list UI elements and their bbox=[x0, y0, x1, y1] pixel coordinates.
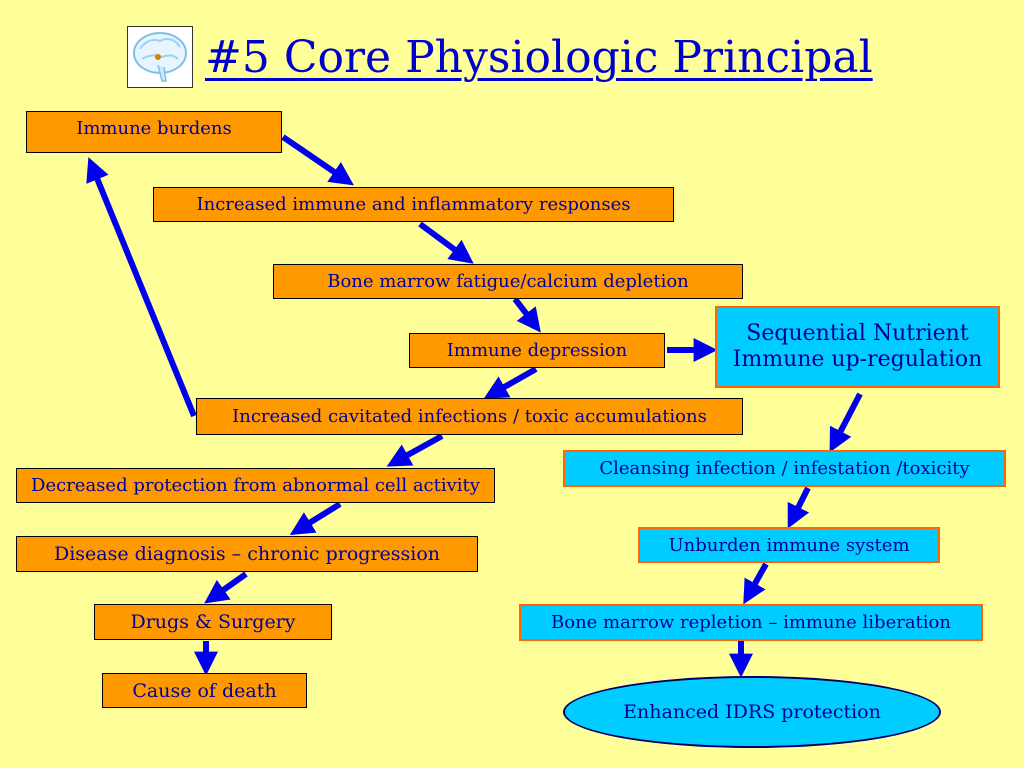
step-disease-diagnosis: Disease diagnosis – chronic progression bbox=[16, 536, 478, 572]
arrow-responses-to-fatigue bbox=[418, 221, 474, 264]
arrow-infections-to-protection bbox=[386, 433, 444, 467]
step-drugs-surgery: Drugs & Surgery bbox=[94, 604, 332, 640]
arrow-nutrient-to-cleansing bbox=[829, 392, 863, 453]
step-immune-depression: Immune depression bbox=[409, 333, 665, 368]
arrow-diagnosis-to-drugs bbox=[204, 571, 248, 604]
step-cleansing: Cleansing infection / infestation /toxic… bbox=[563, 450, 1006, 487]
step-cavitated-infections: Increased cavitated infections / toxic a… bbox=[196, 398, 743, 435]
step-unburden: Unburden immune system bbox=[638, 527, 940, 563]
step-increased-responses: Increased immune and inflammatory respon… bbox=[153, 187, 674, 222]
step-bone-marrow-repletion: Bone marrow repletion – immune liberatio… bbox=[519, 604, 983, 641]
arrow-cleansing-to-unburden bbox=[787, 486, 811, 529]
step-bone-marrow-fatigue: Bone marrow fatigue/calcium depletion bbox=[273, 264, 743, 299]
page-title: #5 Core Physiologic Principal bbox=[205, 31, 873, 83]
arrow-infections-to-burdens bbox=[86, 157, 197, 418]
title-bar: #5 Core Physiologic Principal bbox=[127, 22, 873, 92]
step-cause-of-death: Cause of death bbox=[102, 673, 307, 708]
nutrient-upregulation-box: Sequential Nutrient Immune up-regulation bbox=[715, 306, 1000, 388]
arrow-burdens-to-responses bbox=[281, 134, 354, 186]
arrow-unburden-to-repletion bbox=[743, 562, 769, 605]
arrow-depression-to-infections bbox=[483, 366, 538, 399]
arrow-protection-to-diagnosis bbox=[289, 501, 342, 536]
step-decreased-protection: Decreased protection from abnormal cell … bbox=[16, 468, 495, 503]
nutrient-line-1: Sequential Nutrient bbox=[746, 320, 969, 346]
outcome-ellipse: Enhanced IDRS protection bbox=[563, 676, 941, 748]
step-immune-burdens: Immune burdens bbox=[26, 111, 282, 153]
arrow-fatigue-to-depression bbox=[512, 297, 541, 333]
nutrient-line-2: Immune up-regulation bbox=[732, 347, 983, 372]
brain-icon bbox=[127, 26, 193, 88]
